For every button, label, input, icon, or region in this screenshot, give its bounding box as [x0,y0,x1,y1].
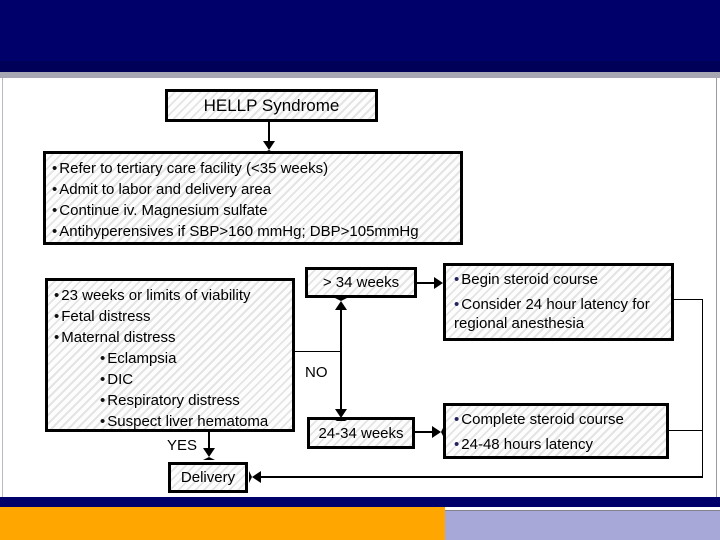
connector-yes-branch [208,432,210,450]
complete-steroid-box: Complete steroid course 24-48 hours late… [443,403,669,459]
criteria-item: Maternal distress [54,327,286,348]
arrowhead-right-icon [432,426,444,438]
yes-branch-label: YES [167,437,198,454]
arrowhead-up-icon [335,298,347,310]
arrowhead-down-icon [263,141,275,153]
begin-steroid-item: Consider 24 hour latency for regional an… [454,295,663,333]
slide-bottom-lavender-bar [445,510,720,540]
begin-steroid-box: Begin steroid course Consider 24 hour la… [443,263,674,341]
protocol-item: Continue iv. Magnesium sulfate [52,200,454,221]
no-branch-label: NO [305,364,328,381]
connector-gt34-begin [417,282,436,284]
criteria-item: Fetal distress [54,306,286,327]
slide-top-banner-shade [0,61,720,72]
criteria-sub-item: DIC [100,369,286,390]
delivery-label: Delivery [180,469,236,486]
arrowhead-left-icon [249,471,261,483]
slide-bottom-orange-bar [0,507,445,540]
complete-steroid-item: Complete steroid course [454,410,658,429]
gt34-weeks-label: > 34 weeks [322,274,400,291]
slide-top-divider [0,72,720,78]
connector-complete-return [668,430,703,431]
protocol-box: Refer to tertiary care facility (<35 wee… [43,151,463,245]
connector-return-delivery [256,476,703,478]
begin-steroid-item: Begin steroid course [454,270,663,289]
connector-criteria-no [295,351,341,352]
title-box: HELLP Syndrome [165,89,378,122]
protocol-item: Antihyperensives if SBP>160 mmHg; DBP>10… [52,221,454,242]
arrowhead-down-icon [203,448,215,460]
gt34-weeks-box: > 34 weeks [305,267,417,298]
connector-2434-complete [415,431,434,433]
protocol-item: Refer to tertiary care facility (<35 wee… [52,158,454,179]
criteria-sub-item: Eclampsia [100,348,286,369]
criteria-box: 23 weeks or limits of viability Fetal di… [45,278,295,432]
connector-no-branch [340,305,342,411]
protocol-item: Admit to labor and delivery area [52,179,454,200]
24-34-weeks-box: 24-34 weeks [307,417,415,449]
page-title: HELLP Syndrome [203,95,340,115]
connector-begin-return [673,299,703,300]
complete-steroid-item: 24-48 hours latency [454,435,658,454]
slide-bottom-banner [0,497,720,507]
criteria-sub-item: Suspect liver hematoma [100,411,286,432]
criteria-sub-item: Respiratory distress [100,390,286,411]
slide-top-banner [0,0,720,72]
slide-left-edge [2,78,3,497]
slide-right-edge [716,78,717,497]
connector-return-vertical [702,299,703,477]
connector-title-protocol [268,122,270,144]
arrowhead-down-icon [335,409,347,421]
criteria-item: 23 weeks or limits of viability [54,285,286,306]
24-34-weeks-label: 24-34 weeks [318,424,404,442]
delivery-box: Delivery [168,462,248,493]
arrowhead-right-icon [434,277,446,289]
